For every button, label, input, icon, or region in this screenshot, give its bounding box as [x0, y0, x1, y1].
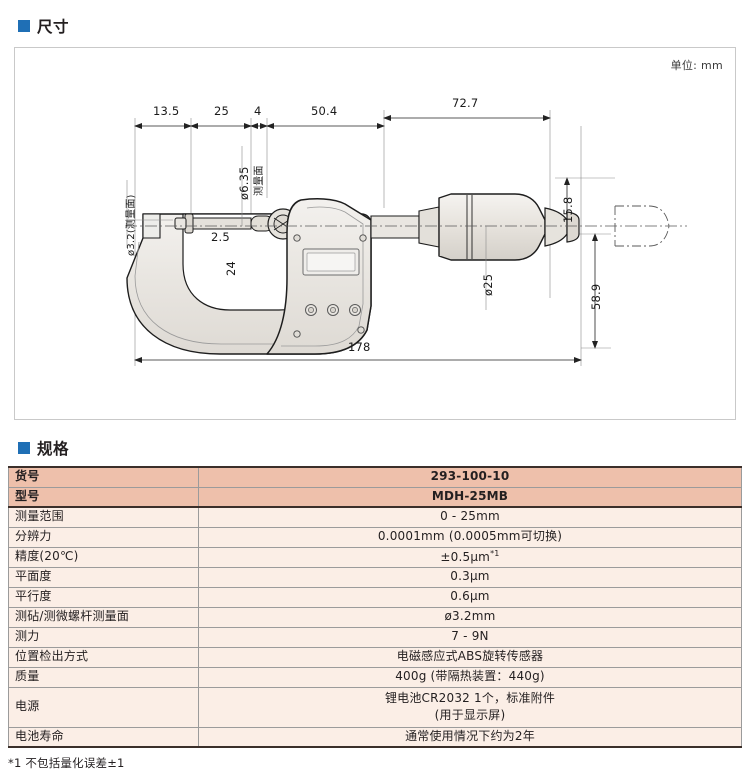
- power-source-line-2: (用于显示屏): [434, 708, 506, 722]
- table-row: 货号 293-100-10: [8, 466, 742, 488]
- power-source-line-1: 锂电池CR2032 1个，标准附件: [384, 690, 556, 705]
- micrometer-thimble: [438, 193, 546, 261]
- table-row: 分辨力 0.0001mm (0.0005mm可切换): [8, 526, 742, 548]
- row-value-parallelism: 0.6µm: [198, 586, 742, 608]
- dimension-heading-label: 尺寸: [37, 18, 70, 36]
- row-label-measuring-force: 测力: [8, 626, 199, 648]
- dimension-drawing-frame: 单位: mm: [14, 47, 736, 420]
- row-value-part-number: 293-100-10: [198, 466, 742, 488]
- dimension-label-o6_35: ø6.35: [237, 166, 251, 200]
- blue-square-bullet-icon: [18, 442, 30, 454]
- dimension-label-13_5: 13.5: [153, 104, 180, 118]
- table-row: 平行度 0.6µm: [8, 586, 742, 608]
- dimension-label-o25: ø25: [481, 273, 495, 296]
- dimension-label-178: 178: [348, 340, 371, 354]
- row-label-detection-method: 位置检出方式: [8, 646, 199, 668]
- dimension-label-4: 4: [254, 104, 262, 118]
- row-label-measuring-range: 测量范围: [8, 506, 199, 528]
- row-label-part-number: 货号: [8, 466, 199, 488]
- row-value-measuring-force: 7 - 9N: [198, 626, 742, 648]
- dimension-label-25: 25: [214, 104, 230, 118]
- dimension-label-72_7: 72.7: [452, 96, 479, 110]
- micrometer-buttons: [305, 304, 361, 316]
- row-value-detection-method: 电磁感应式ABS旋转传感器: [198, 646, 742, 668]
- spec-section-heading: 规格: [18, 437, 69, 459]
- table-row: 测砧/测微螺杆测量面 ø3.2mm: [8, 606, 742, 628]
- table-row: 型号 MDH-25MB: [8, 486, 742, 508]
- row-value-accuracy: ±0.5µm*1: [198, 546, 742, 568]
- table-row: 测力 7 - 9N: [8, 626, 742, 648]
- dimension-label-measuring-face: 测量面: [254, 165, 265, 196]
- row-value-flatness: 0.3µm: [198, 566, 742, 588]
- row-label-power-source: 电源: [8, 686, 199, 728]
- row-value-measuring-range: 0 - 25mm: [198, 506, 742, 528]
- accuracy-value: ±0.5µm: [440, 550, 491, 565]
- blue-square-bullet-icon: [18, 20, 30, 32]
- dimension-label-50_4: 50.4: [311, 104, 338, 118]
- table-row: 电源 锂电池CR2032 1个，标准附件 (用于显示屏): [8, 686, 742, 728]
- dimension-label-15_8: 15.8: [561, 196, 575, 223]
- accuracy-footnote-marker: *1: [490, 549, 500, 559]
- specification-table: 货号 293-100-10 型号 MDH-25MB 测量范围 0 - 25mm …: [8, 466, 742, 748]
- row-label-accuracy: 精度(20℃): [8, 546, 199, 568]
- dimension-label-58_9: 58.9: [589, 283, 603, 310]
- row-label-model: 型号: [8, 486, 199, 508]
- unit-note: 单位: mm: [670, 59, 723, 72]
- micrometer-technical-drawing: [125, 110, 687, 366]
- dimension-label-2_5: 2.5: [211, 230, 230, 244]
- row-value-battery-life: 通常使用情况下约为2年: [198, 726, 742, 748]
- table-row: 平面度 0.3µm: [8, 566, 742, 588]
- dimension-section-heading: 尺寸: [18, 15, 69, 37]
- row-value-power-source: 锂电池CR2032 1个，标准附件 (用于显示屏): [198, 686, 742, 728]
- row-value-measuring-faces: ø3.2mm: [198, 606, 742, 628]
- row-label-resolution: 分辨力: [8, 526, 199, 548]
- table-row: 质量 400g (带隔热装置：440g): [8, 666, 742, 688]
- table-row: 精度(20℃) ±0.5µm*1: [8, 546, 742, 568]
- spec-heading-label: 规格: [37, 440, 70, 458]
- dimension-label-24: 24: [224, 260, 238, 276]
- row-value-mass: 400g (带隔热装置：440g): [198, 666, 742, 688]
- row-label-battery-life: 电池寿命: [8, 726, 199, 748]
- row-value-model: MDH-25MB: [198, 486, 742, 508]
- dimension-label-o3_2-measuring-face: ø3.2(测量面): [126, 194, 137, 256]
- row-value-resolution: 0.0001mm (0.0005mm可切换): [198, 526, 742, 548]
- micrometer-display-housing: [266, 198, 372, 355]
- table-row: 测量范围 0 - 25mm: [8, 506, 742, 528]
- row-label-measuring-faces: 测砧/测微螺杆测量面: [8, 606, 199, 628]
- row-label-parallelism: 平行度: [8, 586, 199, 608]
- row-label-mass: 质量: [8, 666, 199, 688]
- table-footnote: *1 不包括量化误差±1: [8, 756, 125, 770]
- table-row: 位置检出方式 电磁感应式ABS旋转传感器: [8, 646, 742, 668]
- row-label-flatness: 平面度: [8, 566, 199, 588]
- table-row: 电池寿命 通常使用情况下约为2年: [8, 726, 742, 748]
